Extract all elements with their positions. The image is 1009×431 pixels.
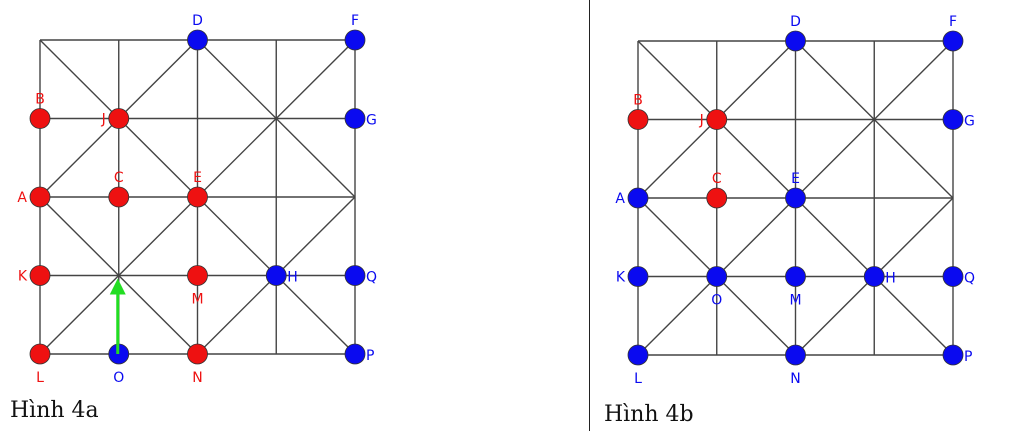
point-B: [29, 108, 51, 129]
board-figure-4b: D F B J G A C E K O M H Q L N P: [615, 14, 975, 387]
point-label-D: D: [790, 14, 801, 30]
point-label-O: O: [113, 370, 124, 386]
point-K: [627, 266, 649, 287]
point-label-K: K: [616, 270, 626, 286]
point-label-H: H: [287, 270, 298, 286]
point-A: [29, 186, 51, 208]
point-A: [627, 187, 649, 209]
figure-divider: [589, 0, 590, 431]
point-label-N: N: [790, 371, 800, 387]
point-label-F: F: [351, 13, 359, 29]
point-Q: [344, 265, 366, 286]
board-figure-4a: D F B J G A C E K M H Q L O N P: [17, 13, 377, 386]
point-label-E: E: [791, 171, 800, 187]
point-N: [785, 344, 806, 366]
point-label-E: E: [193, 170, 202, 186]
point-label-H: H: [885, 271, 896, 287]
point-label-L: L: [36, 370, 44, 386]
point-label-O: O: [711, 293, 722, 309]
point-M: [785, 266, 806, 287]
point-F: [344, 29, 366, 51]
point-label-B: B: [633, 93, 643, 109]
point-G: [344, 108, 366, 129]
point-L: [627, 344, 649, 366]
point-label-Q: Q: [366, 270, 377, 286]
point-label-M: M: [191, 292, 203, 308]
point-E: [785, 187, 806, 209]
point-label-L: L: [634, 371, 642, 387]
point-J: [706, 109, 728, 130]
point-label-B: B: [35, 92, 45, 108]
point-label-G: G: [964, 114, 975, 130]
point-label-A: A: [615, 191, 625, 207]
point-K: [29, 265, 51, 286]
point-F: [942, 30, 964, 52]
move-arrow-head-icon: [109, 278, 126, 295]
point-C: [108, 186, 130, 208]
point-E: [187, 186, 208, 208]
point-D: [785, 30, 806, 52]
grid-line: [39, 196, 198, 355]
point-N: [187, 343, 208, 365]
point-Q: [942, 266, 964, 287]
point-J: [108, 108, 130, 129]
point-label-Q: Q: [964, 271, 975, 287]
point-label-C: C: [712, 171, 722, 187]
point-label-G: G: [366, 113, 377, 129]
point-G: [942, 109, 964, 130]
point-label-N: N: [192, 370, 202, 386]
point-H: [265, 265, 287, 286]
point-C: [706, 187, 728, 209]
point-label-C: C: [114, 170, 124, 186]
caption-figure-4b: Hình 4b: [604, 402, 694, 427]
point-label-K: K: [18, 269, 28, 285]
point-H: [863, 266, 885, 287]
point-L: [29, 343, 51, 365]
point-label-J: J: [101, 112, 106, 128]
point-P: [344, 343, 366, 365]
point-label-J: J: [699, 113, 704, 129]
point-M: [187, 265, 208, 286]
point-label-P: P: [964, 349, 972, 365]
point-P: [942, 344, 964, 366]
point-B: [627, 109, 649, 130]
point-label-D: D: [192, 13, 203, 29]
point-O: [706, 266, 728, 287]
point-D: [187, 29, 208, 51]
point-label-P: P: [366, 348, 374, 364]
point-label-A: A: [17, 190, 27, 206]
point-label-M: M: [789, 293, 801, 309]
point-label-F: F: [949, 14, 957, 30]
caption-figure-4a: Hình 4a: [10, 398, 99, 423]
